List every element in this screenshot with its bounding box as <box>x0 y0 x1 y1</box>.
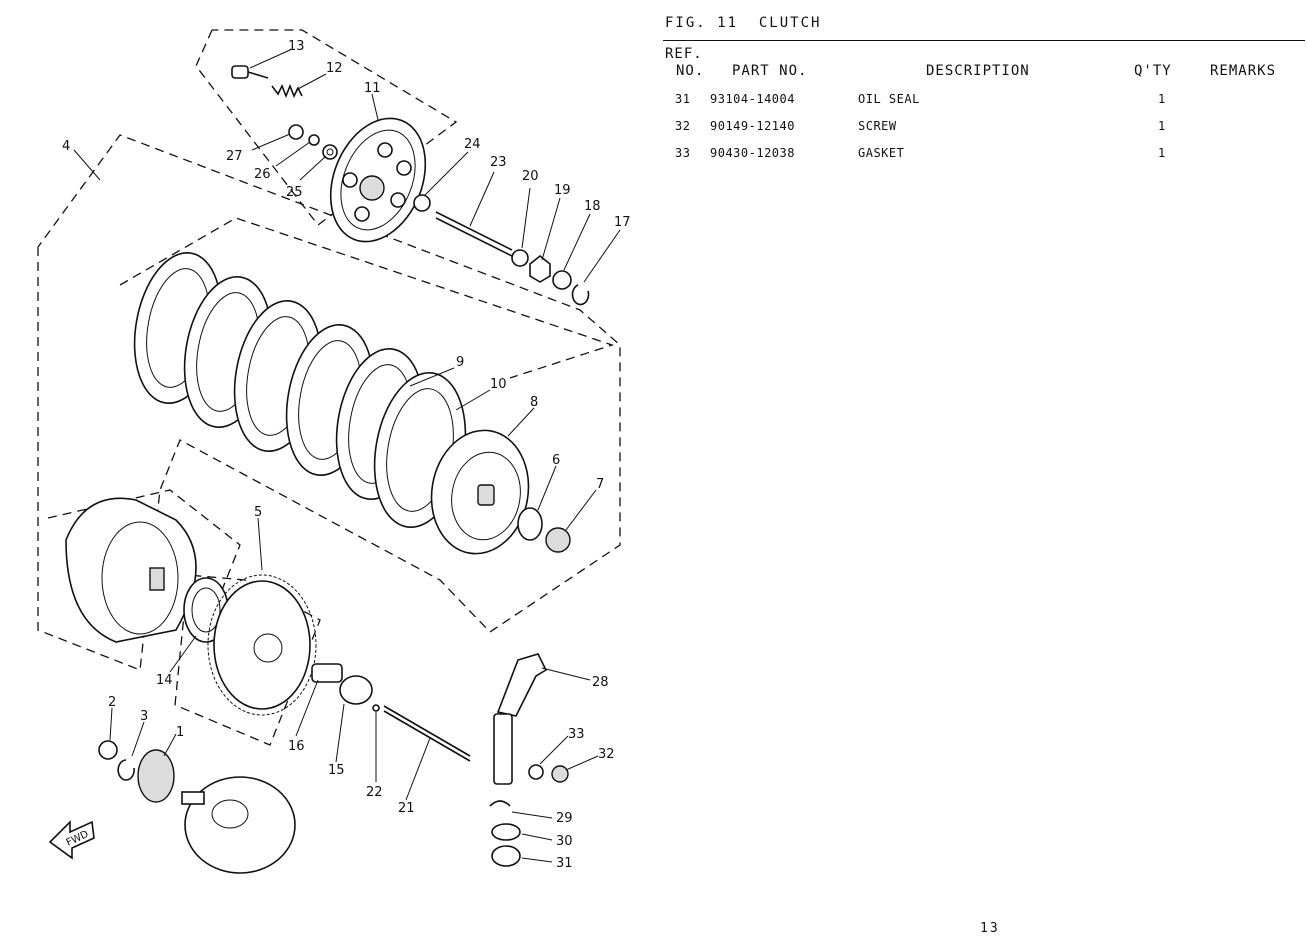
callout-23: 23 <box>490 155 507 170</box>
washer-6-nut-7 <box>517 507 571 553</box>
clutch-plates <box>133 252 467 528</box>
rod-21 <box>372 704 471 762</box>
header-rule <box>663 40 1305 41</box>
fwd-arrow-icon: FWD <box>48 820 95 860</box>
callout-21: 21 <box>398 801 415 816</box>
washers-25-27 <box>288 124 338 160</box>
header-qty: Q'TY <box>1134 63 1172 79</box>
callout-20: 20 <box>522 169 539 184</box>
callout-6: 6 <box>552 453 560 468</box>
figure-title: FIG. 11 CLUTCH <box>665 15 822 31</box>
callout-7: 7 <box>596 477 604 492</box>
callout-12: 12 <box>326 61 343 76</box>
header-description: DESCRIPTION <box>926 63 1030 79</box>
callout-8: 8 <box>530 395 538 410</box>
shafts-15-16 <box>311 663 373 705</box>
callout-18: 18 <box>584 199 601 214</box>
callout-3: 3 <box>140 709 148 724</box>
callout-26: 26 <box>254 167 271 182</box>
row-description: OIL SEAL <box>858 92 920 106</box>
row-part-no: 90430-12038 <box>710 146 795 160</box>
gear-1 <box>98 740 175 803</box>
plates-group-outline <box>119 217 615 379</box>
callout-24: 24 <box>464 137 481 152</box>
callout-14: 14 <box>156 673 173 688</box>
clutch-assembly-group-outline <box>37 134 621 671</box>
header-part-no: PART NO. <box>732 63 808 79</box>
header-no: NO. <box>676 63 705 79</box>
clutch-exploded-diagram: FWD 1 2 <box>37 29 631 874</box>
callout-4: 4 <box>62 139 70 154</box>
callout-31: 31 <box>556 856 573 871</box>
row-part-no: 93104-14004 <box>710 92 795 106</box>
callout-15: 15 <box>328 763 345 778</box>
callout-9: 9 <box>456 355 464 370</box>
callout-13: 13 <box>288 39 305 54</box>
row-ref: 31 <box>675 92 691 106</box>
callout-22: 22 <box>366 785 383 800</box>
callout-32: 32 <box>598 747 615 762</box>
page-number: 13 <box>980 921 1000 936</box>
row-qty: 1 <box>1158 146 1166 160</box>
callout-28: 28 <box>592 675 609 690</box>
callout-10: 10 <box>490 377 507 392</box>
callout-29: 29 <box>556 811 573 826</box>
primary-drive-gear <box>181 776 296 874</box>
pressure-plate-group-outline <box>195 29 458 226</box>
pressure-plate <box>329 117 427 243</box>
nuts-17-20 <box>511 249 590 306</box>
callout-30: 30 <box>556 834 573 849</box>
row-qty: 1 <box>1158 119 1166 133</box>
callout-17: 17 <box>614 215 631 230</box>
callout-19: 19 <box>554 183 571 198</box>
push-lever-28 <box>493 653 548 785</box>
callout-5: 5 <box>254 505 262 520</box>
row-ref: 32 <box>675 119 691 133</box>
callout-27: 27 <box>226 149 243 164</box>
callout-16: 16 <box>288 739 305 754</box>
callout-11: 11 <box>364 81 381 96</box>
header-remarks: REMARKS <box>1210 63 1277 79</box>
callout-33: 33 <box>568 727 585 742</box>
small-parts-29-33 <box>489 764 569 867</box>
callout-numbers: 1 2 3 4 5 6 7 8 9 10 11 12 13 14 15 16 1… <box>62 39 631 871</box>
push-rod-23 <box>413 194 513 257</box>
row-ref: 33 <box>675 146 691 160</box>
row-description: SCREW <box>858 119 897 133</box>
row-qty: 1 <box>1158 92 1166 106</box>
callout-1: 1 <box>176 725 184 740</box>
leader-lines <box>73 49 621 863</box>
row-description: GASKET <box>858 146 905 160</box>
clutch-boss-8 <box>430 429 530 555</box>
callout-2: 2 <box>108 695 116 710</box>
bolt-13 <box>231 65 269 79</box>
clutch-housing <box>65 497 197 643</box>
spring-12 <box>271 83 303 99</box>
header-ref: REF. <box>665 46 703 62</box>
row-part-no: 90149-12140 <box>710 119 795 133</box>
primary-gear-5 <box>207 574 317 716</box>
callout-25: 25 <box>286 185 303 200</box>
